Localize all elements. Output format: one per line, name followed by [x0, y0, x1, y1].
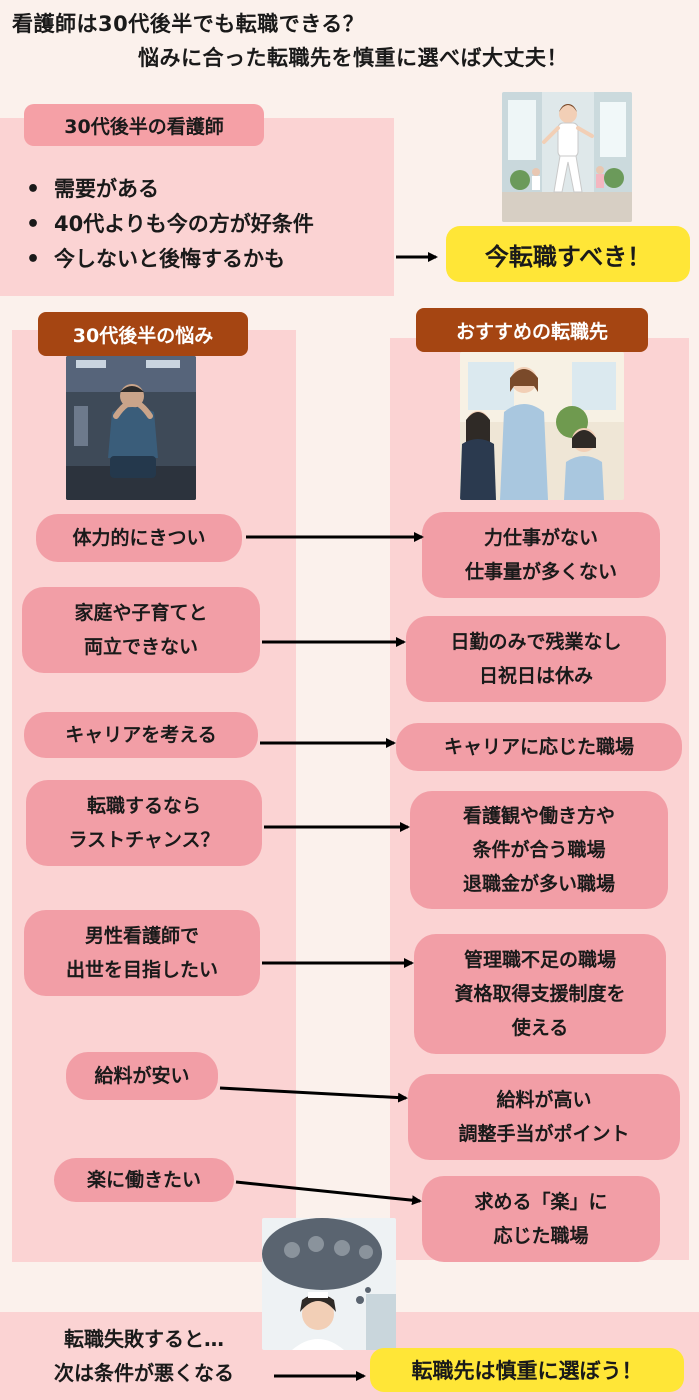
tired-nurse-illustration	[66, 356, 196, 500]
solution-box: 求める「楽」に 応じた職場	[422, 1176, 660, 1262]
bottom-callout: 転職先は慎重に選ぼう！	[370, 1348, 684, 1392]
worried-nurse-illustration	[262, 1218, 396, 1350]
worry-box: 転職するなら ラストチャンス？	[26, 780, 262, 866]
bullet-item: 需要がある	[26, 172, 314, 207]
bottom-warning-text: 転職失敗すると… 次は条件が悪くなる	[54, 1327, 234, 1385]
arrow-pair-7	[235, 1180, 422, 1206]
solution-box: 看護観や働き方や 条件が合う職場 退職金が多い職場	[410, 791, 668, 909]
left-heading: 30代後半の悩み	[38, 312, 248, 356]
solution-box: キャリアに応じた職場	[396, 723, 682, 771]
worry-box: 男性看護師で 出世を目指したい	[24, 910, 260, 996]
worry-box: 体力的にきつい	[36, 514, 242, 562]
bullet-item: 40代よりも今の方が好条件	[26, 207, 314, 242]
nurse-walking-illustration	[502, 92, 632, 222]
top-heading: 30代後半の看護師	[24, 104, 264, 146]
solution-box: 管理職不足の職場 資格取得支援制度を 使える	[414, 934, 666, 1054]
solution-box: 日勤のみで残業なし 日祝日は休み	[406, 616, 666, 702]
worry-box: 家庭や子育てと 両立できない	[22, 587, 260, 673]
solution-box: 力仕事がない 仕事量が多くない	[422, 512, 660, 598]
worry-box: 給料が安い	[66, 1052, 218, 1100]
worry-box: キャリアを考える	[24, 712, 258, 758]
arrow-pair-6	[219, 1086, 408, 1103]
solution-box: 給料が高い 調整手当がポイント	[408, 1074, 680, 1160]
right-heading: おすすめの転職先	[416, 308, 648, 352]
bullet-list: 需要がある 40代よりも今の方が好条件 今しないと後悔するかも	[26, 172, 314, 277]
worry-box: 楽に働きたい	[54, 1158, 234, 1202]
title-line-2: 悩みに合った転職先を慎重に選べば大丈夫！	[138, 46, 568, 70]
smiling-nurses-illustration	[460, 352, 624, 500]
title-line-1: 看護師は30代後半でも転職できる？	[12, 12, 365, 36]
top-callout: 今転職すべき！	[446, 226, 690, 282]
bullet-item: 今しないと後悔するかも	[26, 242, 314, 277]
